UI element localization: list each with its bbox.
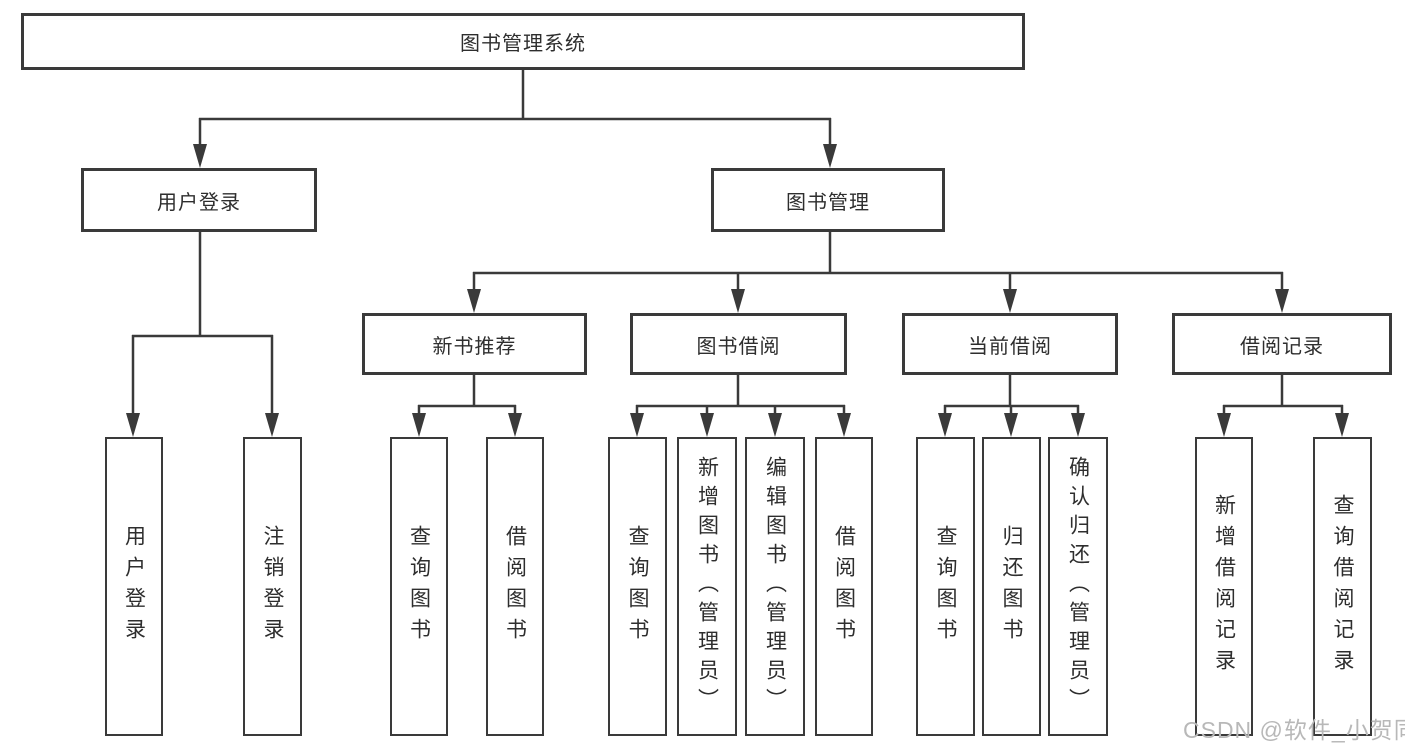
node-user-login: 用户登录 [81,168,317,232]
leaf-edit-books-admin-label: 编辑图书（管理员） [763,456,787,717]
leaf-confirm-return-admin-label: 确认归还（管理员） [1066,456,1090,717]
leaf-borrow-books-1: 借阅图书 [486,437,544,736]
csdn-watermark: CSDN @软件_小贺同学 [1183,717,1405,743]
leaf-query-books-1-label: 查询图书 [407,524,431,649]
node-root-label: 图书管理系统 [460,33,586,55]
leaf-query-books-2-label: 查询图书 [626,524,649,649]
node-book-management: 图书管理 [711,168,945,232]
leaf-borrow-books-1-label: 借阅图书 [503,524,527,649]
leaf-query-books-2: 查询图书 [608,437,667,736]
node-current-borrow-label: 当前借阅 [968,335,1052,358]
arrowheads [126,144,1349,437]
node-borrow-records: 借阅记录 [1172,313,1392,375]
leaf-confirm-return-admin: 确认归还（管理员） [1048,437,1108,736]
node-book-management-label: 图书管理 [786,191,870,214]
leaf-query-books-3: 查询图书 [916,437,975,736]
leaf-borrow-books-2-label: 借阅图书 [832,524,856,649]
leaf-edit-books-admin: 编辑图书（管理员） [745,437,805,736]
node-current-borrow: 当前借阅 [902,313,1118,375]
node-new-book-recommend: 新书推荐 [362,313,587,375]
leaf-borrow-books-2: 借阅图书 [815,437,873,736]
node-book-borrow: 图书借阅 [630,313,847,375]
node-new-book-recommend-label: 新书推荐 [432,335,517,358]
leaf-return-books-label: 归还图书 [1000,524,1023,649]
node-borrow-records-label: 借阅记录 [1240,335,1324,358]
leaf-add-books-admin-label: 新增图书（管理员） [695,456,719,717]
leaf-query-borrow-record: 查询借阅记录 [1313,437,1372,736]
leaf-query-borrow-record-label: 查询借阅记录 [1331,493,1354,680]
leaf-add-borrow-record-label: 新增借阅记录 [1212,493,1236,680]
leaf-add-books-admin: 新增图书（管理员） [677,437,737,736]
leaf-logout-label: 注销登录 [261,524,284,649]
leaf-add-borrow-record: 新增借阅记录 [1195,437,1253,736]
leaf-logout: 注销登录 [243,437,302,736]
leaf-return-books: 归还图书 [982,437,1041,736]
node-book-borrow-label: 图书借阅 [696,335,781,358]
leaf-query-books-1: 查询图书 [390,437,448,736]
node-user-login-label: 用户登录 [157,191,241,214]
leaf-query-books-3-label: 查询图书 [934,524,957,649]
node-root-library-system: 图书管理系统 [21,13,1025,70]
leaf-user-login-label: 用户登录 [122,524,146,649]
leaf-user-login: 用户登录 [105,437,163,736]
